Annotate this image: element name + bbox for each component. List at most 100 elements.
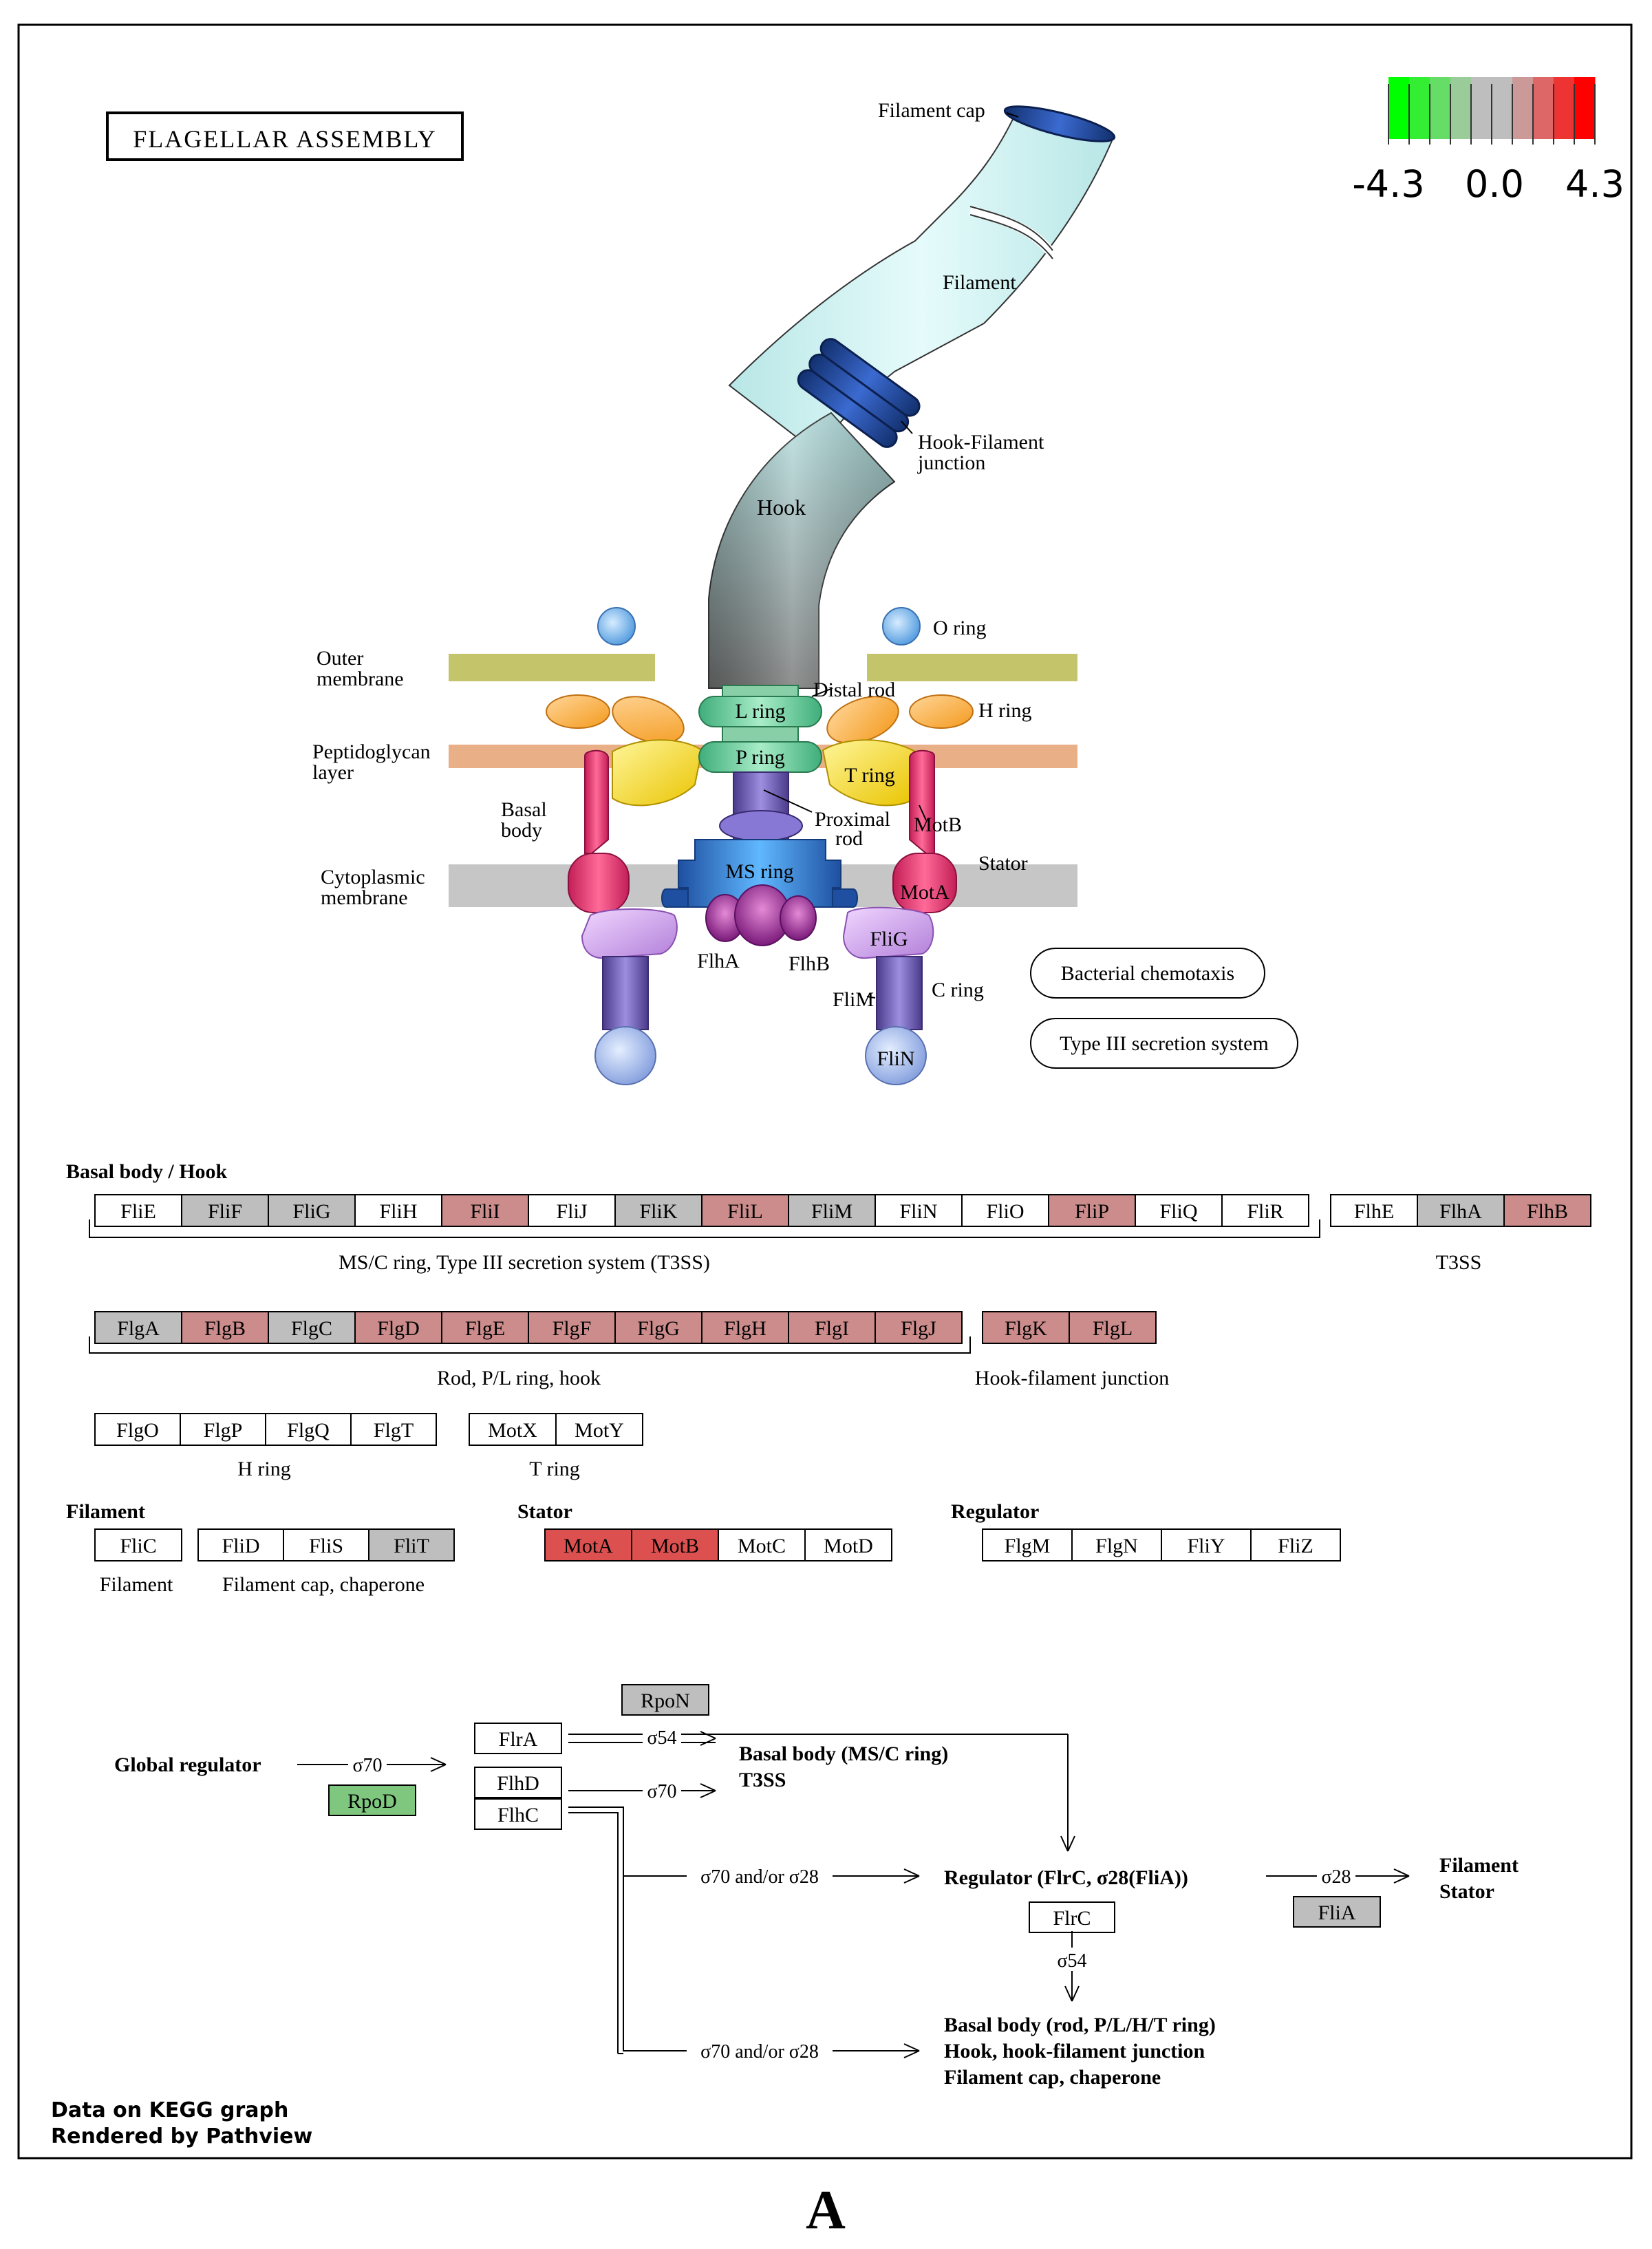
label-flig: FliG [870,928,908,950]
gene-label: FliQ [1159,1200,1197,1223]
section-regulator: Regulator [951,1500,1039,1523]
gene-flin[interactable]: FliN [875,1194,963,1227]
sigma28-label: σ28 [1321,1866,1351,1888]
label-hook-filament-2: junction [917,451,985,474]
gene-flgf[interactable]: FlgF [528,1311,616,1344]
gene-flgk[interactable]: FlgK [982,1311,1070,1344]
gene-flrc[interactable]: FlrC [1029,1901,1115,1933]
gene-label: RpoD [347,1790,397,1813]
gene-flgd[interactable]: FlgD [354,1311,442,1344]
gene-flgc[interactable]: FlgC [268,1311,356,1344]
label-p-ring: P ring [736,746,784,769]
gene-flhd[interactable]: FlhD [474,1767,562,1798]
h-ring-right-outer [909,694,974,729]
label-hook-filament-1: Hook-Filament [918,431,1044,454]
gene-label: FlgF [553,1317,592,1340]
gene-flid[interactable]: FliD [197,1528,284,1561]
gene-flig[interactable]: FliG [268,1194,356,1227]
o-ring-right [882,607,921,646]
gene-flie[interactable]: FliE [94,1194,182,1227]
gene-flih[interactable]: FliH [354,1194,442,1227]
gene-flim[interactable]: FliM [788,1194,876,1227]
gene-flik[interactable]: FliK [614,1194,702,1227]
group-h-ring: H ring [237,1458,291,1480]
gene-flip[interactable]: FliP [1048,1194,1136,1227]
pathway-link-type-iii-secretion[interactable]: Type III secretion system [1030,1018,1298,1069]
gene-flgn[interactable]: FlgN [1071,1528,1162,1561]
gene-flgl[interactable]: FlgL [1069,1311,1157,1344]
gene-label: FlgA [117,1317,160,1340]
gene-rpon[interactable]: RpoN [621,1684,709,1716]
gene-flgo[interactable]: FlgO [94,1413,181,1446]
legend-max: 4.3 [1565,162,1624,206]
gene-flis[interactable]: FliS [283,1528,369,1561]
gene-mota[interactable]: MotA [544,1528,632,1561]
gene-label: FliC [120,1535,156,1557]
gene-flhc[interactable]: FlhC [474,1798,562,1830]
gene-flhb[interactable]: FlhB [1503,1194,1591,1227]
regulation-diagram: Global regulator σ70 RpoD RpoN FlrA FlhD… [114,1684,1519,2089]
gene-flgj[interactable]: FlgJ [875,1311,963,1344]
gene-flil[interactable]: FliL [701,1194,789,1227]
gene-motx[interactable]: MotX [469,1413,557,1446]
basal-rod-label-3: Filament cap, chaperone [944,2066,1161,2089]
regulator-text: Regulator (FlrC, σ28(FliA)) [944,1866,1188,1889]
figure-border [17,23,1633,2160]
filament-target-2: Stator [1439,1880,1494,1903]
gene-moty[interactable]: MotY [555,1413,643,1446]
gene-flgq[interactable]: FlgQ [265,1413,352,1446]
gene-flge[interactable]: FlgE [441,1311,529,1344]
gene-flgg[interactable]: FlgG [614,1311,702,1344]
gene-flic[interactable]: FliC [94,1528,182,1561]
gene-label: FliA [1318,1901,1355,1924]
gene-flii[interactable]: FliI [441,1194,529,1227]
gene-fliq[interactable]: FliQ [1135,1194,1223,1227]
gene-flgb[interactable]: FlgB [181,1311,269,1344]
label-peptidoglycan-2: layer [312,761,354,784]
gene-flhe[interactable]: FlhE [1330,1194,1418,1227]
gene-flra[interactable]: FlrA [474,1723,562,1754]
sigma54-label-1: σ54 [647,1727,676,1749]
gene-motb[interactable]: MotB [631,1528,719,1561]
l-ring-shape [698,696,822,727]
pathway-link-bacterial-chemotaxis[interactable]: Bacterial chemotaxis [1030,948,1265,999]
basal-rod-label-1: Basal body (rod, P/L/H/T ring) [944,2014,1216,2036]
gene-flgi[interactable]: FlgI [788,1311,876,1344]
gene-flij[interactable]: FliJ [528,1194,616,1227]
gene-flif[interactable]: FliF [181,1194,269,1227]
gene-motc[interactable]: MotC [718,1528,806,1561]
gene-flgp[interactable]: FlgP [180,1413,266,1446]
t-ring-left [612,739,703,807]
label-outer-membrane-1: Outer [317,647,363,670]
gene-flga[interactable]: FlgA [94,1311,182,1344]
gene-label: FlgM [1005,1535,1051,1557]
gene-label: FlgQ [287,1419,330,1442]
gene-flha[interactable]: FlhA [1417,1194,1505,1227]
legend-swatch [1430,77,1451,139]
gene-motd[interactable]: MotD [804,1528,892,1561]
filament-break [969,206,1057,258]
gene-fliz[interactable]: FliZ [1250,1528,1341,1561]
gene-flir[interactable]: FliR [1221,1194,1309,1227]
gene-flgh[interactable]: FlgH [701,1311,789,1344]
gene-label: FliT [394,1535,429,1557]
label-flin: FliN [877,1047,914,1070]
gene-label: FlgN [1095,1535,1138,1557]
gene-flio[interactable]: FliO [961,1194,1049,1227]
legend-mid: 0.0 [1465,162,1524,206]
gene-flia[interactable]: FliA [1293,1896,1381,1928]
gene-flgm[interactable]: FlgM [982,1528,1073,1561]
filament-target-1: Filament [1439,1854,1519,1877]
motb-left [584,749,609,854]
group-filament-cap: Filament cap, chaperone [222,1573,425,1596]
gene-label: FlgP [204,1419,243,1442]
basal-ms-label-1: Basal body (MS/C ring) [739,1742,948,1765]
gene-flgt[interactable]: FlgT [350,1413,437,1446]
gene-label: MotA [564,1535,613,1557]
gene-rpod[interactable]: RpoD [328,1784,416,1816]
gene-fliy[interactable]: FliY [1161,1528,1252,1561]
gene-label: FlrC [1053,1907,1091,1930]
label-outer-membrane-2: membrane [317,668,404,690]
gene-flit[interactable]: FliT [368,1528,455,1561]
